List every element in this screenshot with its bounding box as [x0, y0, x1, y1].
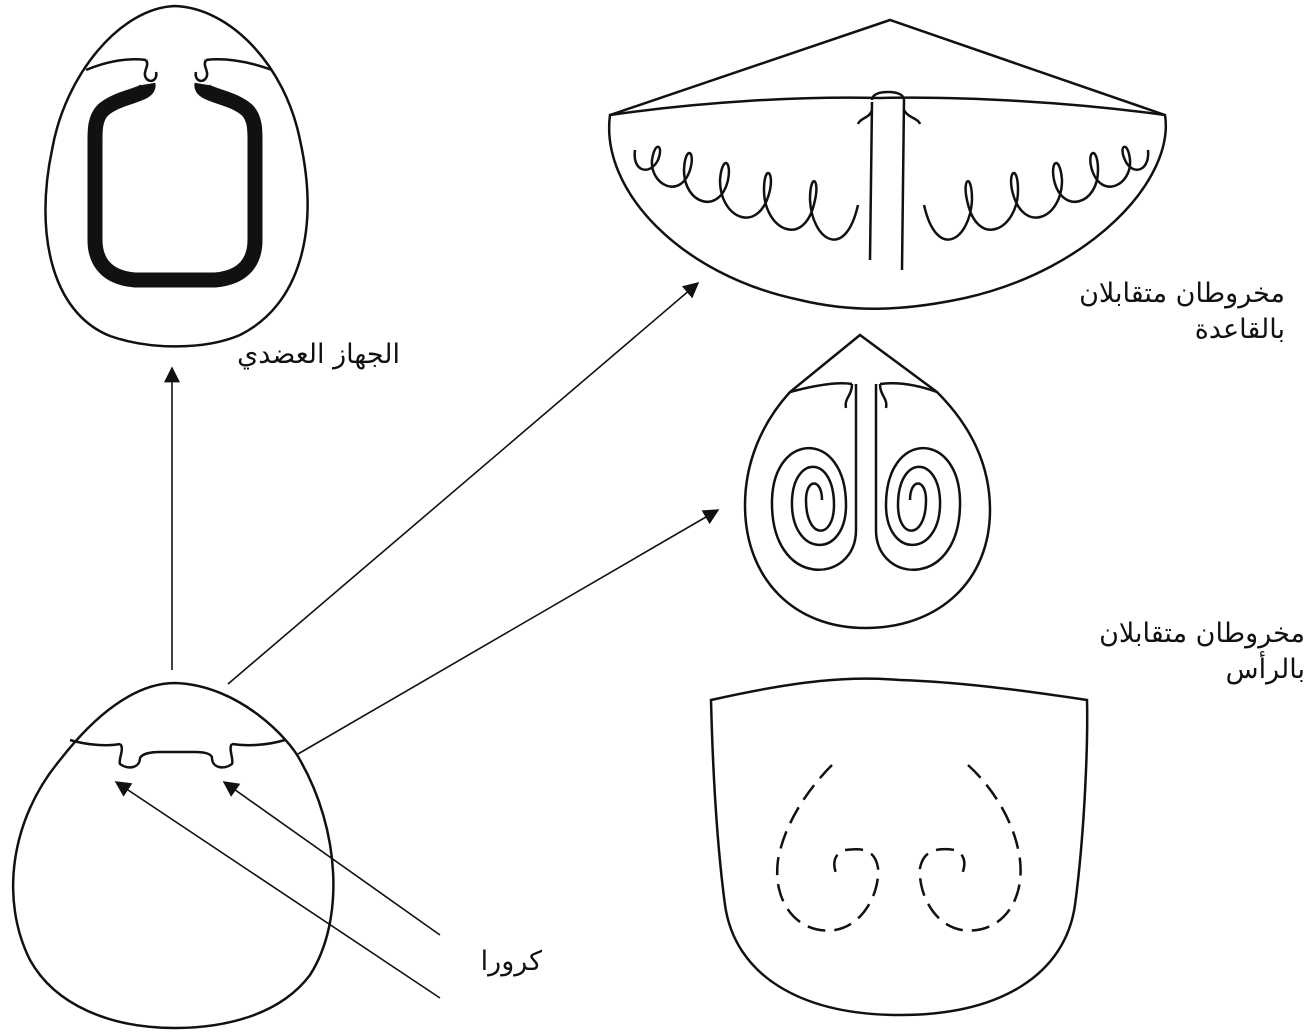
cones-apex-crura-left: [844, 383, 858, 530]
label-muscular-system: الجهاز العضدي: [180, 337, 400, 373]
crura-shell: [11, 681, 335, 1030]
muscular-shell-outline: [44, 4, 309, 348]
label-cones-apex-line2: بالرأس: [1225, 654, 1305, 685]
crura-process: [118, 743, 234, 769]
dashed-shell-outline: [709, 677, 1089, 1017]
cones-base-spiral-left: [633, 145, 860, 241]
cones-base-outline: [607, 18, 1168, 311]
cones-base-shell: [607, 18, 1168, 311]
arrow-to-cones-base: [227, 281, 700, 685]
muscular-system-shell: [44, 4, 309, 348]
arrows: [114, 281, 720, 999]
label-cones-apex: مخروطان متقابلان بالرأس: [1030, 616, 1305, 688]
cones-apex-spiral-right: [874, 446, 962, 571]
arrow-crura-left: [114, 781, 441, 999]
muscular-crura-left: [143, 59, 158, 83]
crura-hinge: [69, 738, 286, 747]
cones-base-spiral-right: [922, 145, 1150, 241]
cones-base-septum: [870, 90, 906, 271]
cones-base-crura-right: [902, 109, 922, 125]
cones-base-crura-left: [856, 101, 874, 261]
muscular-loop: [87, 82, 263, 288]
muscular-crura-right: [194, 59, 209, 83]
label-cones-base-line1: مخروطان متقابلان: [1079, 278, 1285, 309]
label-muscular-system-text: الجهاز العضدي: [237, 339, 400, 370]
label-crura: كرورا: [420, 944, 542, 980]
cones-apex-outline: [743, 333, 992, 630]
arrow-crura-right: [222, 781, 441, 936]
label-cones-apex-line1: مخروطان متقابلان: [1099, 618, 1305, 649]
cones-apex-hinge: [789, 382, 938, 394]
dashed-spiralia-shell: [709, 677, 1089, 1017]
arrow-to-cones-apex: [297, 509, 720, 755]
label-cones-base: مخروطان متقابلان بالقاعدة: [1010, 276, 1285, 348]
dashed-spiral-left: [775, 764, 880, 932]
dashed-spiral-right: [918, 764, 1022, 932]
crura-shell-outline: [11, 681, 335, 1030]
cones-base-hinge: [609, 96, 1166, 117]
muscular-hinge-line: [85, 58, 273, 72]
label-crura-text: كرورا: [480, 946, 542, 977]
cones-apex-shell: [743, 333, 992, 630]
cones-apex-spiral-left: [770, 446, 858, 571]
cones-apex-crura-right: [874, 383, 888, 530]
label-cones-base-line2: بالقاعدة: [1194, 314, 1285, 345]
